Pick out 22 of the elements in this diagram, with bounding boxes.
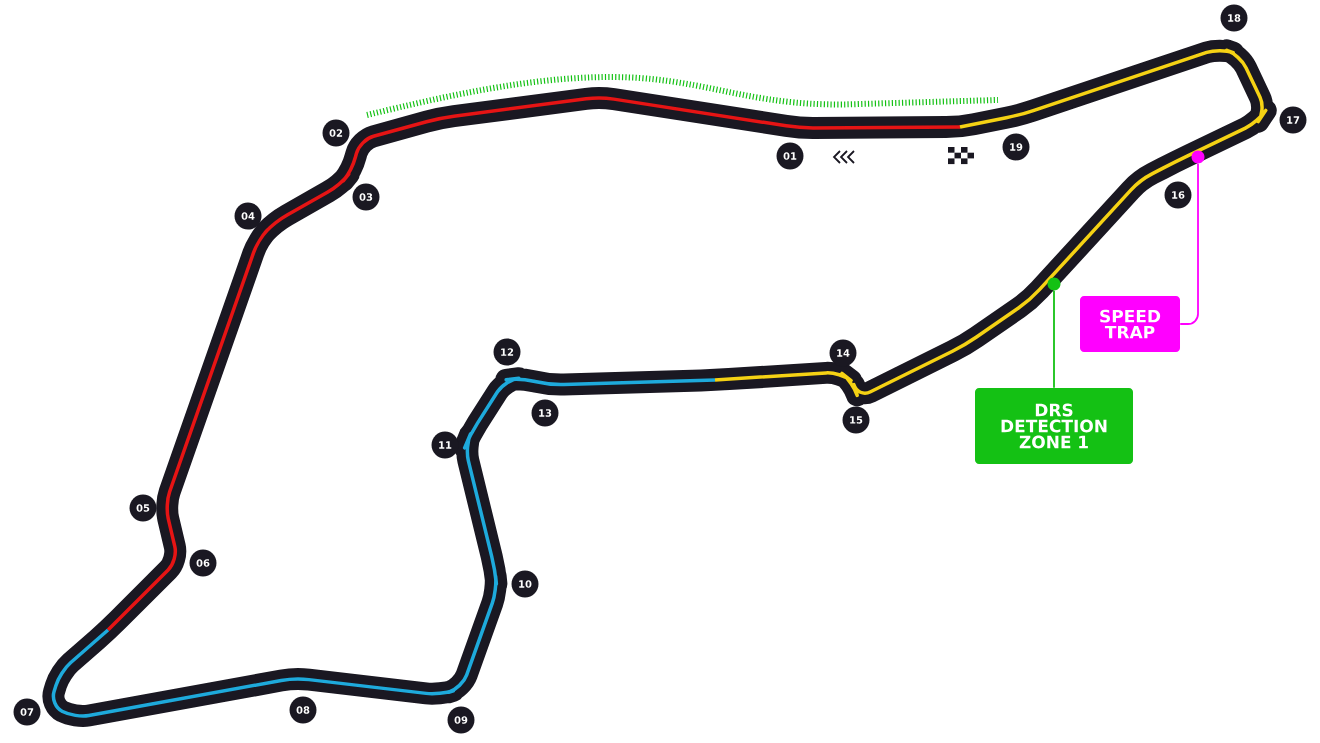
turn-number: 14	[829, 339, 857, 367]
turn-number: 02	[322, 119, 350, 147]
turn-number: 19	[1002, 133, 1030, 161]
turn-number: 09	[447, 706, 475, 734]
turn-number: 03	[352, 183, 380, 211]
turn-number: 07	[13, 698, 41, 726]
turn-number: 04	[234, 202, 262, 230]
leader-line	[1053, 289, 1055, 389]
turn-number: 13	[531, 399, 559, 427]
turn-number: 10	[511, 570, 539, 598]
turn-number: 16	[1164, 181, 1192, 209]
turn-number: 01	[776, 142, 804, 170]
label-box: SPEED TRAP	[1080, 296, 1180, 352]
turn-number: 05	[129, 494, 157, 522]
turn-number: 18	[1220, 4, 1248, 32]
label-box: DRS DETECTION ZONE 1	[975, 388, 1133, 464]
turn-number: 12	[493, 338, 521, 366]
turn-number: 17	[1279, 106, 1307, 134]
turn-number: 11	[431, 431, 459, 459]
turn-number: 15	[842, 406, 870, 434]
turn-number: 06	[189, 549, 217, 577]
turn-number: 08	[289, 696, 317, 724]
